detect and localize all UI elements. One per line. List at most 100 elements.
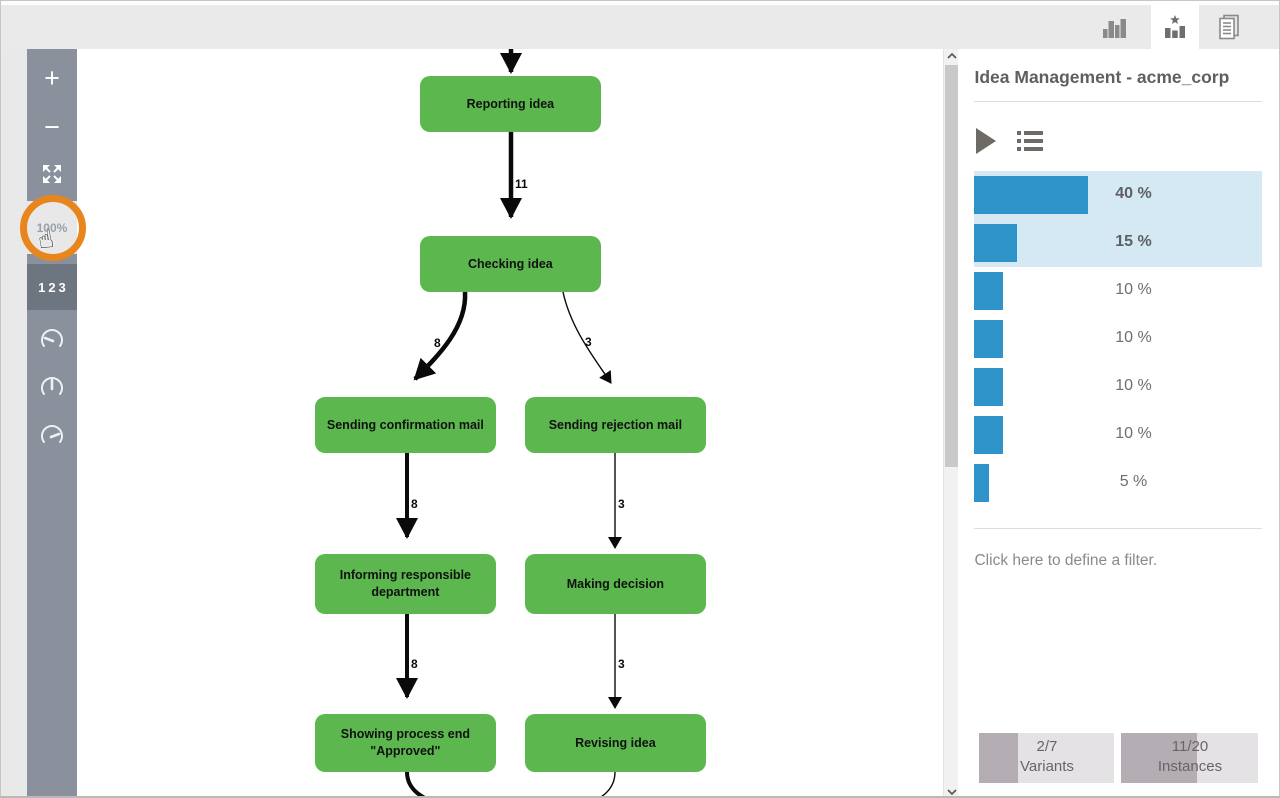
detail-level-low-button[interactable]	[27, 317, 77, 361]
variant-row-1[interactable]: 40 %	[974, 171, 1263, 219]
variants-stat-value: 2/7	[1036, 738, 1058, 755]
variant-row-6[interactable]: 10 %	[974, 411, 1262, 459]
activity-node-reporting-idea[interactable]: Reporting idea	[419, 76, 601, 132]
view-tab-bar	[1, 1, 1279, 49]
left-gutter	[1, 49, 27, 796]
activity-node-making-decision[interactable]: Making decision	[524, 554, 706, 614]
list-icon	[1017, 131, 1044, 151]
tab-variant-explorer[interactable]	[1151, 1, 1199, 49]
node-label: Informing responsible department	[339, 568, 471, 599]
canvas-scrollbar[interactable]	[942, 49, 960, 796]
frequency-label: 123	[38, 279, 69, 295]
zoom-in-button[interactable]: +	[27, 55, 77, 101]
scroll-down-arrow[interactable]	[944, 785, 960, 796]
node-label: Checking idea	[468, 256, 553, 271]
edge-count-label: 3	[618, 497, 625, 511]
node-label: Revising idea	[575, 735, 656, 750]
edge-count-label: 11	[515, 177, 528, 191]
window-top-strip	[1, 1, 1279, 5]
tab-chart-view[interactable]	[1091, 5, 1139, 49]
activity-node-sending-confirmation-mail[interactable]: Sending confirmation mail	[314, 397, 496, 453]
instances-stat-box[interactable]: 11/20 Instances	[1121, 733, 1259, 783]
variant-percent: 5 %	[1119, 473, 1148, 490]
variants-toolbar	[974, 127, 1044, 160]
variant-list-button[interactable]	[1016, 128, 1044, 159]
divider	[974, 101, 1263, 102]
zoom-level-label: 100%	[36, 220, 68, 235]
variant-percent: 40 %	[1115, 185, 1152, 202]
activity-node-showing-process-end-approved[interactable]: Showing process end "Approved"	[314, 714, 496, 772]
expand-icon	[42, 165, 61, 183]
variant-bar	[974, 176, 1089, 214]
variant-bar	[974, 320, 1003, 358]
variant-row-2[interactable]: 15 %	[974, 219, 1263, 267]
zoom-in-label: +	[44, 62, 60, 93]
variant-bar	[974, 368, 1003, 406]
stats-row: 2/7 Variants 11/20 Instances	[979, 733, 1259, 783]
gauge-mid-icon	[41, 377, 63, 395]
variant-percent: 10 %	[1115, 425, 1152, 442]
activity-node-revising-idea[interactable]: Revising idea	[524, 714, 706, 772]
variants-stat-fill	[979, 733, 1019, 783]
instances-stat-text: 11/20 Instances	[1121, 733, 1258, 777]
zoom-out-button[interactable]: −	[27, 104, 77, 150]
edge-count-label: 8	[434, 336, 441, 350]
variant-row-7[interactable]: 5 %	[974, 459, 1262, 507]
variant-bar	[974, 416, 1003, 454]
documents-icon	[1219, 14, 1239, 40]
content-row: + − 100% 123	[1, 49, 1279, 796]
variants-panel: Idea Management - acme_corp	[958, 49, 1279, 796]
instances-stat-label: Instances	[1157, 757, 1223, 775]
variant-bar	[974, 464, 989, 502]
variant-row-3[interactable]: 10 %	[974, 267, 1262, 315]
variant-bar	[974, 272, 1003, 310]
edge-count-label: 8	[411, 657, 418, 671]
edge-showing-end	[404, 771, 426, 796]
node-label: Showing process end "Approved"	[340, 727, 470, 758]
gauge-low-icon	[41, 329, 63, 347]
node-label: Sending rejection mail	[548, 417, 683, 432]
edge-count-label: 8	[411, 497, 418, 511]
edge-revising-end	[600, 771, 616, 796]
play-icon	[976, 128, 997, 154]
detail-level-high-button[interactable]	[27, 413, 77, 457]
diagram-toolbar: + − 100% 123	[19, 49, 86, 796]
variant-percent: 15 %	[1115, 233, 1152, 250]
fit-to-screen-button[interactable]	[27, 151, 77, 197]
tab-event-log[interactable]	[1205, 5, 1253, 49]
variant-percent: 10 %	[1115, 329, 1152, 346]
divider	[974, 528, 1263, 529]
edge-checking-rejection	[562, 291, 612, 384]
zoom-reset-button[interactable]: 100%	[26, 201, 77, 254]
bar-chart-icon	[1103, 19, 1126, 38]
process-edges: 11 8 3 8 3 8 3	[395, 49, 625, 796]
process-diagram-canvas[interactable]: 11 8 3 8 3 8 3 Reporting idea Checking i…	[76, 49, 943, 796]
variant-bar	[974, 224, 1018, 262]
edge-count-label: 3	[585, 335, 592, 349]
scrollbar-thumb[interactable]	[944, 65, 958, 467]
activity-node-checking-idea[interactable]: Checking idea	[419, 236, 601, 292]
podium-star-icon	[1165, 15, 1185, 38]
detail-level-mid-button[interactable]	[27, 365, 77, 409]
variant-list: 40 % 15 % 10 % 10 % 10 %	[974, 171, 1263, 507]
panel-title: Idea Management - acme_corp	[974, 67, 1230, 87]
zoom-out-label: −	[44, 111, 60, 142]
frequency-numbers-button[interactable]: 123	[26, 264, 77, 310]
variant-percent: 10 %	[1115, 377, 1152, 394]
node-label: Making decision	[566, 576, 664, 591]
variant-row-5[interactable]: 10 %	[974, 363, 1262, 411]
activity-node-sending-rejection-mail[interactable]: Sending rejection mail	[524, 397, 706, 453]
play-button[interactable]	[974, 127, 998, 160]
variant-row-4[interactable]: 10 %	[974, 315, 1262, 363]
node-label: Sending confirmation mail	[326, 417, 484, 432]
edge-checking-confirmation	[413, 291, 468, 381]
variants-stat-box[interactable]: 2/7 Variants	[979, 733, 1115, 783]
filter-hint-link[interactable]: Click here to define a filter.	[974, 552, 1158, 569]
gauge-high-icon	[41, 425, 63, 443]
scroll-up-arrow[interactable]	[944, 49, 960, 63]
activity-node-informing-responsible-department[interactable]: Informing responsible department	[314, 554, 496, 614]
variants-stat-label: Variants	[1020, 757, 1074, 775]
variants-stat-text: 2/7 Variants	[979, 733, 1114, 777]
instances-stat-fill	[1121, 733, 1197, 783]
